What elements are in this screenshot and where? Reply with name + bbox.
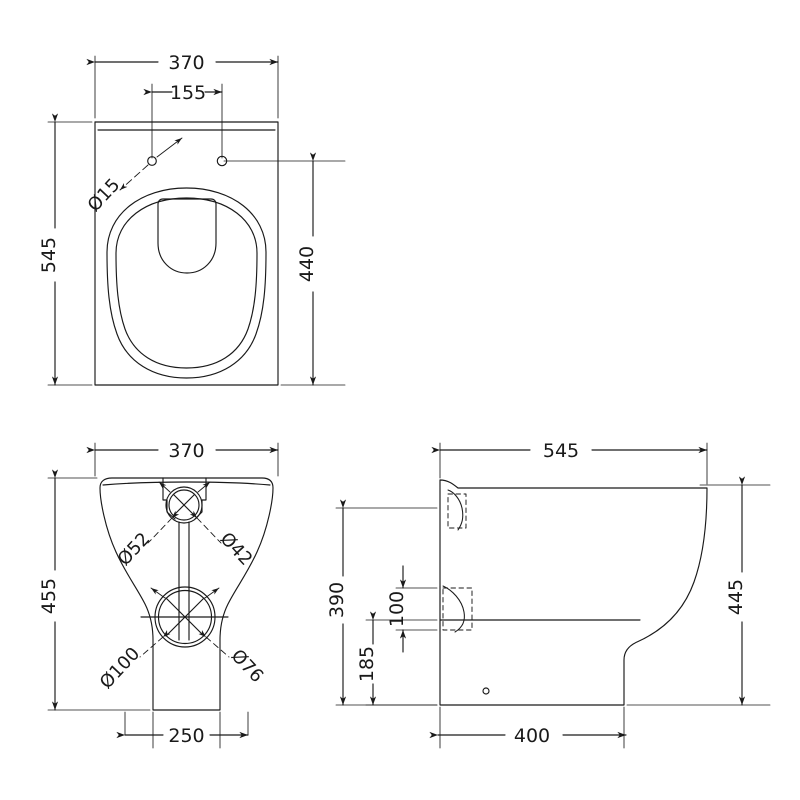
side-dim-185	[365, 611, 438, 706]
side-waste-hidden-detail	[439, 585, 473, 633]
plan-dim-370	[86, 55, 279, 119]
side-pan-outline	[439, 479, 708, 706]
rear-dim-d42-label: Ø42	[216, 529, 257, 570]
rear-dim-370	[86, 442, 279, 477]
rear-inlet-bracket	[162, 477, 176, 520]
rear-dim-d52-label: Ø52	[114, 529, 155, 570]
side-dim-545	[431, 442, 708, 485]
side-dim-400-label: 400	[514, 725, 550, 747]
side-dim-100-label: 100	[386, 591, 408, 627]
side-top-hidden-detail	[447, 489, 467, 531]
rear-leader-d42	[189, 481, 222, 544]
rear-inlet-outer-circle	[165, 486, 203, 524]
plan-dim-440-label: 440	[296, 246, 318, 282]
side-dim-545-label: 545	[543, 440, 579, 462]
side-dim-400	[429, 706, 627, 749]
rear-leader-d76	[198, 587, 230, 658]
side-dim-390-label: 390	[326, 582, 348, 618]
plan-seat-outer	[106, 187, 267, 379]
rear-inlet-inner-circle	[168, 489, 200, 521]
side-base-hole	[482, 687, 490, 695]
rear-waste-outer-circle	[154, 586, 216, 648]
plan-dim-545	[47, 113, 93, 386]
plan-seat-inner	[115, 197, 258, 369]
plan-dim-370-label: 370	[168, 52, 204, 74]
rear-inlet-cross	[172, 493, 196, 517]
plan-dim-440	[223, 152, 346, 386]
rear-dim-d100-label: Ø100	[96, 643, 144, 693]
side-view	[335, 442, 771, 749]
rear-waste-inner-circle	[157, 589, 213, 645]
rear-dim-455-label: 455	[38, 578, 60, 614]
rear-dim-250-label: 250	[168, 725, 204, 747]
plan-seat-opening	[157, 198, 217, 274]
side-dim-100	[395, 565, 438, 653]
side-dim-445	[626, 476, 771, 706]
plan-dim-d15-label: Ø15	[84, 175, 125, 216]
plan-dim-545-label: 545	[38, 237, 60, 273]
rear-dim-250	[116, 711, 249, 749]
rear-rim-line	[102, 481, 271, 486]
rear-dim-d76-label: Ø76	[227, 646, 268, 687]
rear-view	[47, 442, 279, 749]
side-dim-185-label: 185	[356, 646, 378, 682]
plan-leader-d15	[119, 137, 183, 191]
rear-pan-outline	[99, 477, 274, 711]
plan-dim-155-label: 155	[170, 82, 206, 104]
rear-dim-370-label: 370	[168, 440, 204, 462]
rear-leader-d52	[147, 481, 180, 544]
rear-dim-455	[47, 469, 151, 711]
rear-leader-d100	[139, 587, 171, 658]
side-dim-445-label: 445	[725, 579, 747, 615]
plan-pan-outline	[94, 121, 279, 386]
rear-waste-cross	[165, 597, 205, 637]
plan-view	[47, 55, 346, 386]
plan-dim-155	[143, 83, 223, 159]
